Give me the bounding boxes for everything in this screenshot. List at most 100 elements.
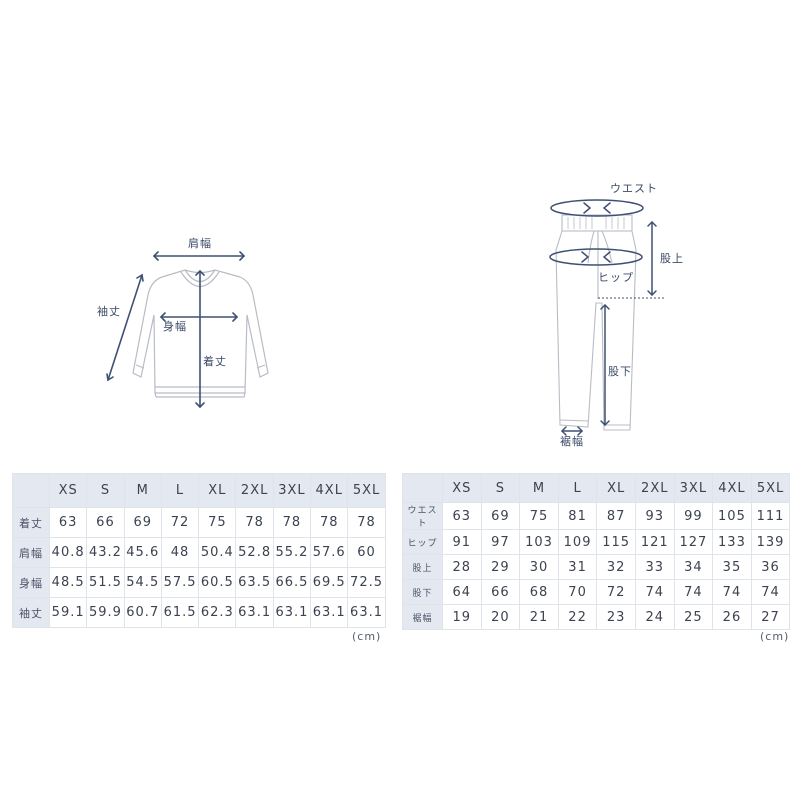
table-cell: 31 bbox=[557, 554, 598, 580]
table-cell: 61.5 bbox=[160, 597, 200, 628]
table-cell: 57.6 bbox=[310, 537, 349, 568]
header-corner bbox=[12, 473, 50, 508]
table-cell: 36 bbox=[750, 554, 791, 580]
table-cell: 63.5 bbox=[235, 567, 274, 598]
table-cell: 21 bbox=[519, 604, 559, 630]
table-cell: 55.2 bbox=[272, 537, 312, 568]
table-cell: 62.3 bbox=[198, 597, 237, 628]
table-row: 着丈 63 66 69 72 75 78 78 78 78 bbox=[12, 507, 386, 538]
table-cell: 48.5 bbox=[48, 567, 88, 598]
table-cell: 81 bbox=[557, 502, 598, 530]
table-cell: 74 bbox=[634, 579, 675, 605]
header-size: 4XL bbox=[712, 473, 752, 503]
header-size: 2XL bbox=[634, 473, 675, 503]
table-cell: 20 bbox=[480, 604, 521, 630]
table-cell: 30 bbox=[519, 554, 559, 580]
header-size: XS bbox=[48, 473, 88, 508]
pants-illustration bbox=[549, 199, 665, 436]
table-cell: 23 bbox=[596, 604, 636, 630]
table-cell: 75 bbox=[198, 507, 237, 538]
waist-label: ウエスト bbox=[610, 182, 658, 195]
table-cell: 50.4 bbox=[198, 537, 237, 568]
header-size: 5XL bbox=[750, 473, 791, 503]
table-cell: 63.1 bbox=[347, 597, 386, 628]
table-cell: 63.1 bbox=[235, 597, 274, 628]
header-size: XS bbox=[442, 473, 482, 503]
header-size: 3XL bbox=[673, 473, 714, 503]
table-cell: 74 bbox=[673, 579, 714, 605]
table-cell: 133 bbox=[712, 529, 752, 555]
header-size: 4XL bbox=[310, 473, 349, 508]
table-cell: 40.8 bbox=[48, 537, 88, 568]
table-row: 股上 28 29 30 31 32 33 34 35 36 bbox=[402, 554, 791, 580]
table-cell: 72 bbox=[596, 579, 636, 605]
pants-diagram: ウエスト ヒップ 股上 股下 裾幅 bbox=[530, 175, 700, 455]
table-row: 身幅 48.5 51.5 54.5 57.5 60.5 63.5 66.5 69… bbox=[12, 567, 386, 598]
table-row: 裾幅 19 20 21 22 23 24 25 26 27 bbox=[402, 604, 791, 630]
header-size: M bbox=[519, 473, 559, 503]
table-cell: 115 bbox=[596, 529, 636, 555]
table-row: 袖丈 59.1 59.9 60.7 61.5 62.3 63.1 63.1 63… bbox=[12, 597, 386, 628]
table-cell: 52.8 bbox=[235, 537, 274, 568]
table-cell: 69.5 bbox=[310, 567, 349, 598]
table-cell: 26 bbox=[712, 604, 752, 630]
header-size: 5XL bbox=[347, 473, 386, 508]
table-row: ヒップ 91 97 103 109 115 121 127 133 139 bbox=[402, 529, 791, 555]
table-header-row: XS S M L XL 2XL 3XL 4XL 5XL bbox=[402, 473, 791, 503]
header-size: S bbox=[480, 473, 521, 503]
body-width-label: 身幅 bbox=[163, 320, 187, 333]
table-cell: 33 bbox=[634, 554, 675, 580]
row-label: ヒップ bbox=[402, 529, 443, 555]
table-cell: 24 bbox=[634, 604, 675, 630]
table-cell: 63 bbox=[48, 507, 88, 538]
header-size: M bbox=[123, 473, 162, 508]
header-size: L bbox=[160, 473, 200, 508]
body-length-label: 着丈 bbox=[203, 355, 227, 368]
hip-label: ヒップ bbox=[598, 271, 634, 284]
header-size: XL bbox=[596, 473, 636, 503]
table-cell: 48 bbox=[160, 537, 200, 568]
table-cell: 66 bbox=[86, 507, 125, 538]
table-cell: 93 bbox=[634, 502, 675, 530]
table-cell: 60.5 bbox=[198, 567, 237, 598]
table-cell: 91 bbox=[442, 529, 482, 555]
row-label: ウエスト bbox=[402, 502, 443, 530]
table-cell: 34 bbox=[673, 554, 714, 580]
row-label: 肩幅 bbox=[12, 537, 50, 568]
table-cell: 63.1 bbox=[272, 597, 312, 628]
table-cell: 78 bbox=[235, 507, 274, 538]
table-cell: 51.5 bbox=[86, 567, 125, 598]
table-cell: 109 bbox=[557, 529, 598, 555]
table-cell: 69 bbox=[480, 502, 521, 530]
table-cell: 121 bbox=[634, 529, 675, 555]
table-cell: 111 bbox=[750, 502, 791, 530]
row-label: 着丈 bbox=[12, 507, 50, 538]
table-cell: 97 bbox=[480, 529, 521, 555]
table-cell: 32 bbox=[596, 554, 636, 580]
table-cell: 74 bbox=[712, 579, 752, 605]
table-cell: 74 bbox=[750, 579, 791, 605]
table-cell: 63.1 bbox=[310, 597, 349, 628]
table-cell: 78 bbox=[272, 507, 312, 538]
header-size: XL bbox=[198, 473, 237, 508]
table-cell: 27 bbox=[750, 604, 791, 630]
shoulder-width-label: 肩幅 bbox=[188, 237, 212, 250]
sleeve-length-label: 袖丈 bbox=[97, 305, 121, 318]
table-cell: 29 bbox=[480, 554, 521, 580]
table-cell: 75 bbox=[519, 502, 559, 530]
shirt-unit-label: (cm) bbox=[352, 630, 382, 643]
header-size: L bbox=[557, 473, 598, 503]
table-cell: 139 bbox=[750, 529, 791, 555]
table-cell: 99 bbox=[673, 502, 714, 530]
table-cell: 60 bbox=[347, 537, 386, 568]
table-cell: 70 bbox=[557, 579, 598, 605]
table-cell: 66 bbox=[480, 579, 521, 605]
row-label: 股上 bbox=[402, 554, 443, 580]
table-cell: 59.1 bbox=[48, 597, 88, 628]
pants-size-table: XS S M L XL 2XL 3XL 4XL 5XL ウエスト 63 69 7… bbox=[402, 473, 791, 630]
row-label: 身幅 bbox=[12, 567, 50, 598]
table-cell: 78 bbox=[310, 507, 349, 538]
table-cell: 78 bbox=[347, 507, 386, 538]
table-cell: 87 bbox=[596, 502, 636, 530]
shirt-diagram: 肩幅 袖丈 身幅 着丈 bbox=[90, 225, 310, 425]
